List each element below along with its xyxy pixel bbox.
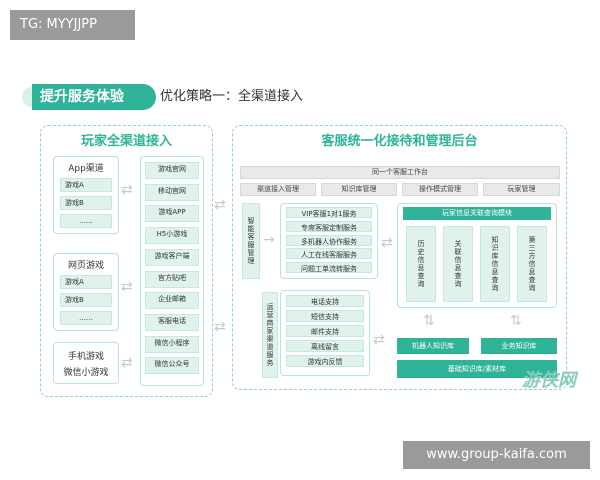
web-item-a: 游戏A xyxy=(60,275,112,289)
arrow-web: ⇄ xyxy=(121,279,133,295)
channel-item-1: 游戏官网 xyxy=(145,162,199,179)
service-item-5: 问题工单流转服务 xyxy=(286,262,372,274)
arrow-down-robot: ⇅ xyxy=(423,313,435,329)
channel-item-2: 移动官网 xyxy=(145,183,199,201)
app-item-more: …… xyxy=(60,214,112,228)
service-item-1: VIP客服1对1服务 xyxy=(286,207,372,218)
channel-item-5: 游戏客户端 xyxy=(145,248,199,266)
right-panel-title: 客服统一化接待和管理后台 xyxy=(321,134,478,149)
aux-service-item-3: 邮件支持 xyxy=(286,325,364,337)
id-tag: TG: MYYJJPP xyxy=(10,10,135,40)
mobile-channel-group: 手机游戏 微信小游戏 xyxy=(53,342,119,384)
aux-service-item-1: 电话支持 xyxy=(286,295,364,307)
left-panel-title: 玩家全渠道接入 xyxy=(80,134,172,149)
mgmt-knowledge-base: 知识库管理 xyxy=(321,183,397,196)
query-module-title: 玩家信息关联查询模块 xyxy=(403,207,551,220)
service-item-2: 专席客服定制服务 xyxy=(286,220,372,232)
channel-item-9: 微信小程序 xyxy=(145,335,199,353)
query-item-2: 关联信息查询 xyxy=(443,226,473,302)
aux-service-label: 运营商家渠道服务 xyxy=(262,292,278,378)
app-channel-group: App渠道 游戏A 游戏B …… xyxy=(53,156,119,234)
arrow-to-backend-1: ⇄ xyxy=(214,197,226,213)
query-item-1: 历史信息查询 xyxy=(406,226,436,302)
arrow-service-query: ⇄ xyxy=(381,235,393,251)
base-knowledge-base: 基础知识库/素材库 xyxy=(397,360,557,378)
app-group-title: App渠道 xyxy=(68,164,104,174)
service-item-4: 人工在线客服服务 xyxy=(286,248,372,260)
section-banner: 提升服务体验 xyxy=(32,84,156,110)
app-item-a: 游戏A xyxy=(60,178,112,192)
arrow-app: ⇄ xyxy=(121,182,133,198)
aux-service-item-5: 游戏内反馈 xyxy=(286,355,364,367)
channel-item-4: H5小游戏 xyxy=(145,227,199,245)
left-panel xyxy=(40,125,213,397)
channel-item-7: 企业邮箱 xyxy=(145,292,199,310)
robot-knowledge-base: 机器人知识库 xyxy=(397,338,469,354)
right-panel xyxy=(232,125,567,390)
web-item-more: …… xyxy=(60,311,112,325)
web-channel-group: 网页游戏 游戏A 游戏B …… xyxy=(53,253,119,331)
smart-service-label: 智能客服管理 xyxy=(242,203,260,279)
strategy-title: 优化策略一：全渠道接入 xyxy=(160,89,304,104)
app-item-b: 游戏B xyxy=(60,196,112,210)
mgmt-channel-access: 渠道接入管理 xyxy=(240,183,316,196)
aux-service-item-2: 短信支持 xyxy=(286,310,364,322)
channel-item-3: 游戏APP xyxy=(145,205,199,223)
arrow-mobile: ⇄ xyxy=(121,355,133,371)
mini-game-group-title: 微信小游戏 xyxy=(63,368,109,378)
query-item-4: 第三方信息查询 xyxy=(517,226,547,302)
arrow-to-backend-2: ⇄ xyxy=(214,319,226,335)
web-item-b: 游戏B xyxy=(60,293,112,307)
service-item-3: 多机器人协作服务 xyxy=(286,234,372,246)
mobile-group-title: 手机游戏 xyxy=(67,352,104,362)
mgmt-operation-mode: 操作模式管理 xyxy=(402,183,478,196)
arrow-down-biz: ⇅ xyxy=(510,313,522,329)
channel-item-6: 官方贴吧 xyxy=(145,270,199,288)
aux-service-item-4: 离线留言 xyxy=(286,340,364,352)
query-item-3: 知识库信息查询 xyxy=(480,226,510,302)
watermark-url: www.group-kaifa.com xyxy=(403,441,590,469)
channel-item-8: 客服电话 xyxy=(145,313,199,331)
web-group-title: 网页游戏 xyxy=(67,261,104,271)
mgmt-player: 玩家管理 xyxy=(483,183,560,196)
workbench-bar: 同一个客服工作台 xyxy=(240,166,560,179)
business-knowledge-base: 业务知识库 xyxy=(481,338,557,354)
arrow-smart-service: → xyxy=(263,232,275,248)
site-logo: 游侠网 xyxy=(522,370,576,391)
arrow-aux-query: ⇄ xyxy=(373,332,385,348)
channel-item-10: 微信公众号 xyxy=(145,357,199,375)
